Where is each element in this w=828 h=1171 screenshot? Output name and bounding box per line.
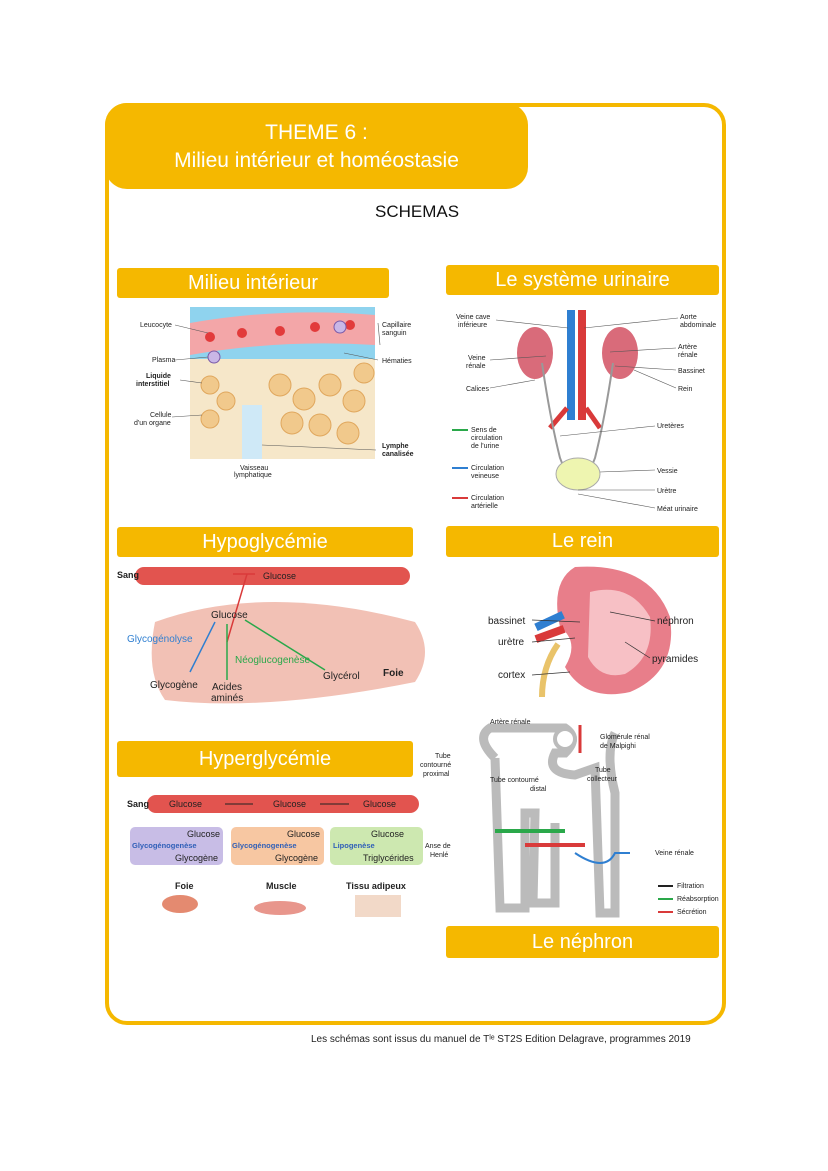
label-organe: d'un organe	[134, 420, 171, 427]
label-tube-coll1: Tube	[595, 767, 611, 774]
label-lymphatique: lymphatique	[234, 472, 272, 479]
hypoglycemie-diagram: Sang Glucose Glucose Glycogénolyse Néogl…	[117, 567, 425, 704]
label-secretion: Sécrétion	[677, 909, 707, 916]
hyperglycemie-diagram: Sang Glucose Glucose Glucose Glucose Gly…	[127, 795, 423, 917]
label-muscle: Muscle	[266, 881, 297, 891]
label-glycerol: Glycérol	[323, 671, 360, 682]
label-canalisee: canalisée	[382, 451, 414, 458]
label-foie-hyper: Foie	[175, 881, 194, 891]
label-bassinet-r: bassinet	[488, 616, 525, 627]
label-acides: Acides	[212, 682, 242, 693]
label-plasma: Plasma	[152, 357, 175, 364]
label-filtration: Filtration	[677, 883, 704, 890]
label-nephron-r: néphron	[657, 616, 694, 627]
label-veine: Veine	[468, 355, 486, 362]
label-cortex: cortex	[498, 670, 525, 681]
banner-nephron: Le néphron	[446, 926, 719, 958]
footer-source: Les schémas sont issus du manuel de Tˡᵉ …	[311, 1034, 691, 1045]
label-inferieure: inférieure	[458, 322, 487, 329]
label-box2-process: Glycogénogenèse	[232, 841, 297, 850]
theme-header: THEME 6 : Milieu intérieur et homéostasi…	[105, 103, 528, 189]
label-tissu-adipeux: Tissu adipeux	[346, 881, 406, 891]
label-renale-a: rénale	[678, 352, 698, 359]
label-circ-v2: veineuse	[471, 473, 499, 480]
label-sang-hypo: Sang	[117, 570, 139, 580]
label-glucose-2: Glucose	[273, 799, 306, 809]
label-abdominale: abdominale	[680, 322, 716, 329]
label-interstitiel: interstitiel	[136, 381, 170, 388]
banner-rein: Le rein	[446, 526, 719, 557]
label-veine-n: Veine rénale	[655, 850, 694, 857]
label-bassinet-u: Bassinet	[678, 368, 705, 375]
theme-number: THEME 6 :	[265, 121, 368, 144]
systeme-urinaire-diagram: Veine cave inférieure Veine rénale Calic…	[452, 310, 716, 513]
banner-urinaire: Le système urinaire	[446, 265, 719, 295]
label-glycogenolyse: Glycogénolyse	[127, 634, 193, 645]
label-tube-dist2: distal	[530, 786, 547, 793]
label-glomerule2: de Malpighi	[600, 743, 636, 750]
label-box1-process: Glycogénogenèse	[132, 841, 197, 850]
label-anse2: Henlé	[430, 852, 448, 859]
label-box1-glucose: Glucose	[187, 829, 220, 839]
label-tube-prox1: Tube	[435, 753, 451, 760]
banner-hypo: Hypoglycémie	[117, 527, 413, 557]
label-glucose-top: Glucose	[263, 571, 296, 581]
label-uretre-u: Urètre	[657, 488, 677, 495]
label-sang-hyper: Sang	[127, 799, 149, 809]
schemas-title: SCHEMAS	[375, 202, 460, 221]
label-glucose-3: Glucose	[363, 799, 396, 809]
label-tube-prox2: contourné	[420, 762, 451, 769]
label-tube-prox3: proximal	[423, 771, 450, 778]
label-artere-n: Artère rénale	[490, 719, 531, 726]
label-amines: aminés	[211, 693, 243, 704]
label-sens2: circulation	[471, 435, 503, 442]
label-renale-v: rénale	[466, 363, 486, 370]
label-artere: Artère	[678, 344, 697, 351]
label-sens1: Sens de	[471, 427, 497, 434]
label-reabsorption: Réabsorption	[677, 896, 719, 903]
label-glucose-foie: Glucose	[211, 610, 248, 621]
label-vessie: Vessie	[657, 468, 678, 475]
label-sens3: de l'urine	[471, 443, 499, 450]
label-tube-dist1: Tube contourné	[490, 777, 539, 784]
rein-diagram: bassinet urètre cortex néphron pyramides	[488, 566, 698, 698]
theme-title: Milieu intérieur et homéostasie	[174, 149, 459, 172]
label-uretre-r: urètre	[498, 637, 525, 648]
label-rein-u: Rein	[678, 386, 693, 393]
label-circ-a1: Circulation	[471, 495, 504, 502]
label-circ-v1: Circulation	[471, 465, 504, 472]
label-aorte: Aorte	[680, 314, 697, 321]
label-box1-result: Glycogène	[175, 853, 218, 863]
label-glucose-1: Glucose	[169, 799, 202, 809]
label-liquide: Liquide	[146, 373, 171, 380]
label-ureteres: Uretères	[657, 423, 684, 430]
banner-milieu: Milieu intérieur	[117, 268, 389, 298]
label-circ-a2: artérielle	[471, 503, 498, 510]
label-box2-result: Glycogène	[275, 853, 318, 863]
label-leucocyte: Leucocyte	[140, 322, 172, 329]
label-lymphe: Lymphe	[382, 443, 409, 450]
label-cellule: Cellule	[150, 412, 172, 419]
label-anse1: Anse de	[425, 843, 451, 850]
label-vaisseau: Vaisseau	[240, 465, 268, 472]
label-meat: Méat urinaire	[657, 506, 698, 513]
label-veine-cave: Veine cave	[456, 314, 490, 321]
nephron-diagram: Artère rénale Glomérule rénal de Malpigh…	[420, 719, 719, 918]
milieu-interieur-diagram: Leucocyte Plasma Liquide interstitiel Ce…	[134, 307, 414, 479]
label-neoglucogenese: Néoglucogenèse	[235, 655, 310, 666]
label-capillaire: Capillaire	[382, 322, 411, 329]
label-box3-glucose: Glucose	[371, 829, 404, 839]
label-box3-result: Triglycérides	[363, 853, 414, 863]
banner-hyper: Hyperglycémie	[117, 741, 413, 777]
label-foie-hypo: Foie	[383, 668, 404, 679]
label-glycogene: Glycogène	[150, 680, 198, 691]
label-hematies: Hématies	[382, 358, 412, 365]
label-glomerule1: Glomérule rénal	[600, 734, 650, 741]
label-pyramides: pyramides	[652, 654, 698, 665]
label-calices: Calices	[466, 386, 489, 393]
label-box2-glucose: Glucose	[287, 829, 320, 839]
label-sanguin: sanguin	[382, 330, 407, 337]
label-box3-process: Lipogenèse	[333, 841, 375, 850]
label-tube-coll2: collecteur	[587, 776, 618, 783]
